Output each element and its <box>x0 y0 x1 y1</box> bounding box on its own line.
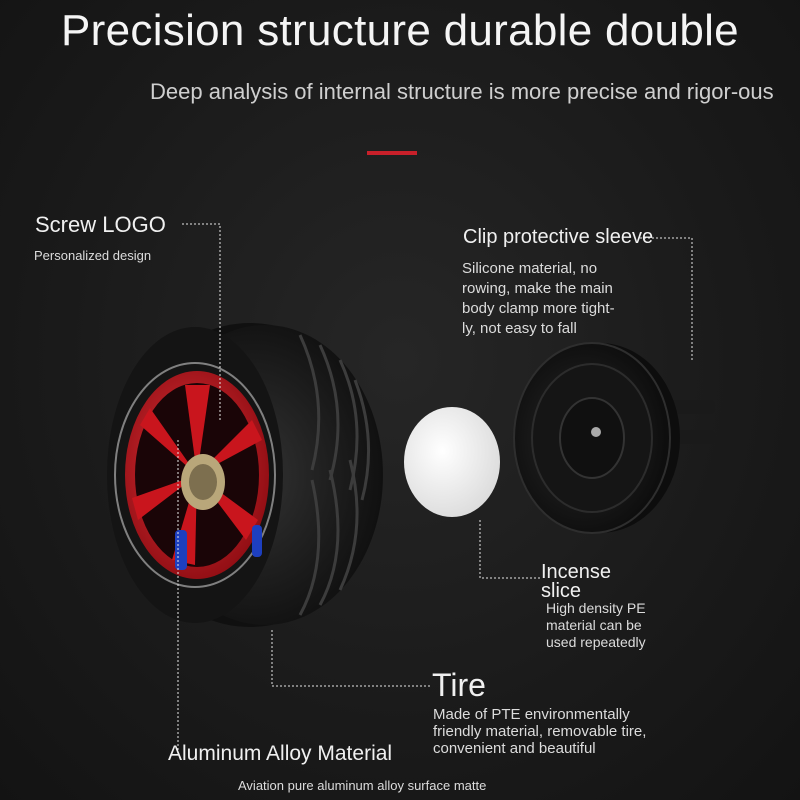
accent-divider <box>367 151 417 155</box>
incense-label-line: slice <box>541 580 582 602</box>
clip-sleeve-label: Clip protective sleeve <box>463 226 654 248</box>
incense-desc: High density PE material can be used rep… <box>546 600 646 651</box>
incense-slice-icon <box>404 407 500 517</box>
clip-sleeve-desc-line: body clamp more tight- <box>462 300 615 317</box>
alloy-desc: Aviation pure aluminum alloy surface mat… <box>238 778 487 793</box>
incense-desc-line: High density PE <box>546 600 646 616</box>
tire-label: Tire <box>432 667 486 703</box>
incense-desc-line: used repeatedly <box>546 634 646 650</box>
incense-desc-line: material can be <box>546 617 642 633</box>
clip-sleeve-desc-line: ly, not easy to fall <box>462 320 577 337</box>
tire-desc-line: convenient and beautiful <box>433 740 596 757</box>
tire-desc-line: Made of PTE environmentally <box>433 706 630 723</box>
tire-wheel-icon <box>107 323 383 627</box>
page-subtitle: Deep analysis of internal structure is m… <box>150 79 774 104</box>
screw-logo-desc: Personalized design <box>34 248 152 263</box>
tire-desc: Made of PTE environmentally friendly mat… <box>433 706 646 757</box>
incense-label-line: Incense <box>541 561 612 583</box>
leader-lines <box>177 223 693 752</box>
screw-logo-label: Screw LOGO <box>35 212 166 237</box>
alloy-label: Aluminum Alloy Material <box>168 742 393 765</box>
page-title: Precision structure durable double <box>61 6 739 55</box>
incense-label: Incense slice <box>541 561 612 602</box>
tire-desc-line: friendly material, removable tire, <box>433 723 647 740</box>
clip-sleeve-desc-line: Silicone material, no <box>462 260 598 277</box>
vent-clip-icon <box>513 342 715 534</box>
clip-sleeve-desc: Silicone material, no rowing, make the m… <box>462 259 615 339</box>
clip-sleeve-desc-line: rowing, make the main <box>462 280 613 297</box>
